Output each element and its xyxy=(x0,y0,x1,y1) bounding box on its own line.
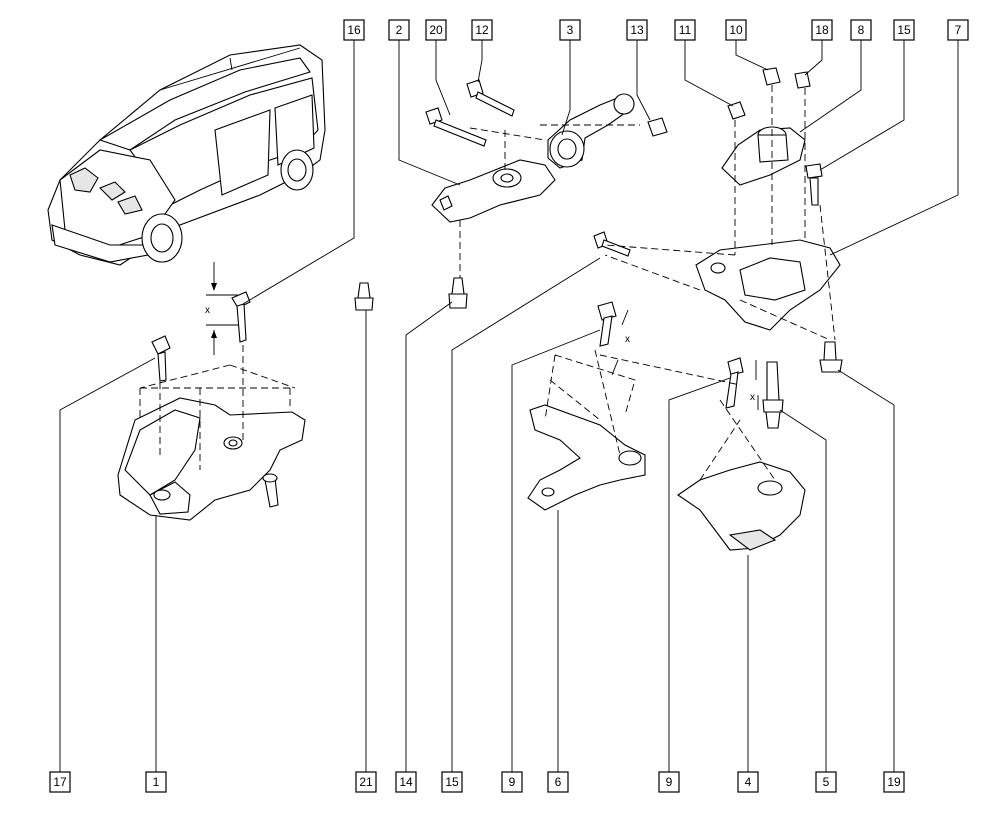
svg-text:10: 10 xyxy=(729,23,743,37)
svg-text:9: 9 xyxy=(666,775,673,789)
callout-10-top: 10 xyxy=(725,19,747,41)
torque-rod-3 xyxy=(547,93,635,169)
nut-13 xyxy=(647,117,668,137)
callout-13-top: 13 xyxy=(626,19,648,41)
bracket-6 xyxy=(527,404,646,511)
svg-text:6: 6 xyxy=(555,775,562,789)
nut-10 xyxy=(762,67,781,86)
engine-mount-4 xyxy=(677,461,806,551)
svg-text:16: 16 xyxy=(347,23,361,37)
svg-text:8: 8 xyxy=(858,23,865,37)
bolt-17 xyxy=(151,335,171,382)
svg-text:14: 14 xyxy=(399,775,413,789)
nut-11 xyxy=(727,101,746,120)
leader-lines xyxy=(59,40,959,772)
callout-5-bottom: 5 xyxy=(815,771,837,793)
svg-text:9: 9 xyxy=(509,775,516,789)
engine-mount-bracket-1 xyxy=(117,397,306,521)
callout-4-bottom: 4 xyxy=(737,771,759,793)
svg-text:17: 17 xyxy=(53,775,67,789)
dimension-label-right: x xyxy=(750,392,755,403)
bolt-16 xyxy=(231,291,251,343)
svg-text:4: 4 xyxy=(745,775,752,789)
bolt-20 xyxy=(425,107,487,147)
bolt-5 xyxy=(762,361,784,429)
svg-text:13: 13 xyxy=(630,23,644,37)
dimension-label-left: x xyxy=(205,305,210,316)
callout-12-top: 12 xyxy=(471,19,493,41)
callout-18-top: 18 xyxy=(811,19,833,41)
bracket-2 xyxy=(431,159,556,223)
bracket-7 xyxy=(695,239,841,331)
svg-text:20: 20 xyxy=(429,23,443,37)
svg-text:12: 12 xyxy=(475,23,489,37)
callouts: 16 2 20 12 3 13 11 10 18 8 15 7 17 1 21 … xyxy=(49,19,969,793)
bolt-9-right xyxy=(725,357,744,409)
callout-2-top: 2 xyxy=(388,19,410,41)
callout-8-top: 8 xyxy=(850,19,872,41)
svg-text:18: 18 xyxy=(815,23,829,37)
callout-9-bottom-left: 9 xyxy=(501,771,523,793)
callout-6-bottom: 6 xyxy=(547,771,569,793)
callout-11-top: 11 xyxy=(674,19,696,41)
dimension-left: x xyxy=(205,262,238,355)
svg-text:7: 7 xyxy=(955,23,962,37)
mount-8 xyxy=(721,126,806,186)
dimension-label-mid: x xyxy=(625,334,630,345)
svg-text:15: 15 xyxy=(897,23,911,37)
svg-text:21: 21 xyxy=(359,775,373,789)
dimension-right: x xyxy=(750,360,759,410)
bolt-14 xyxy=(448,277,468,309)
svg-text:11: 11 xyxy=(679,23,692,37)
callout-3-top: 3 xyxy=(559,19,581,41)
svg-text:1: 1 xyxy=(153,775,160,789)
bolt-9-left xyxy=(597,301,617,347)
callout-1-bottom: 1 xyxy=(145,771,167,793)
callout-21-bottom: 21 xyxy=(355,771,377,793)
svg-text:5: 5 xyxy=(823,775,830,789)
nut-18 xyxy=(794,71,811,89)
dimension-mid: x xyxy=(611,309,630,376)
bolt-15-top xyxy=(805,163,823,206)
vehicle-illustration xyxy=(47,44,326,266)
bolt-15-mid xyxy=(593,231,631,257)
callout-17-bottom: 17 xyxy=(49,771,71,793)
bolt-21 xyxy=(354,282,374,311)
svg-text:3: 3 xyxy=(567,23,574,37)
svg-text:2: 2 xyxy=(396,23,403,37)
svg-text:19: 19 xyxy=(887,775,901,789)
bolt-12 xyxy=(466,79,515,117)
callout-15-bottom: 15 xyxy=(441,771,463,793)
callout-16-top: 16 xyxy=(343,19,365,41)
callout-15-top: 15 xyxy=(893,19,915,41)
bolt-19 xyxy=(819,341,843,373)
callout-7-top: 7 xyxy=(947,19,969,41)
svg-text:15: 15 xyxy=(445,775,459,789)
callout-14-bottom: 14 xyxy=(395,771,417,793)
callout-9-bottom-right: 9 xyxy=(658,771,680,793)
callout-19-bottom: 19 xyxy=(883,771,905,793)
callout-20-top: 20 xyxy=(425,19,447,41)
